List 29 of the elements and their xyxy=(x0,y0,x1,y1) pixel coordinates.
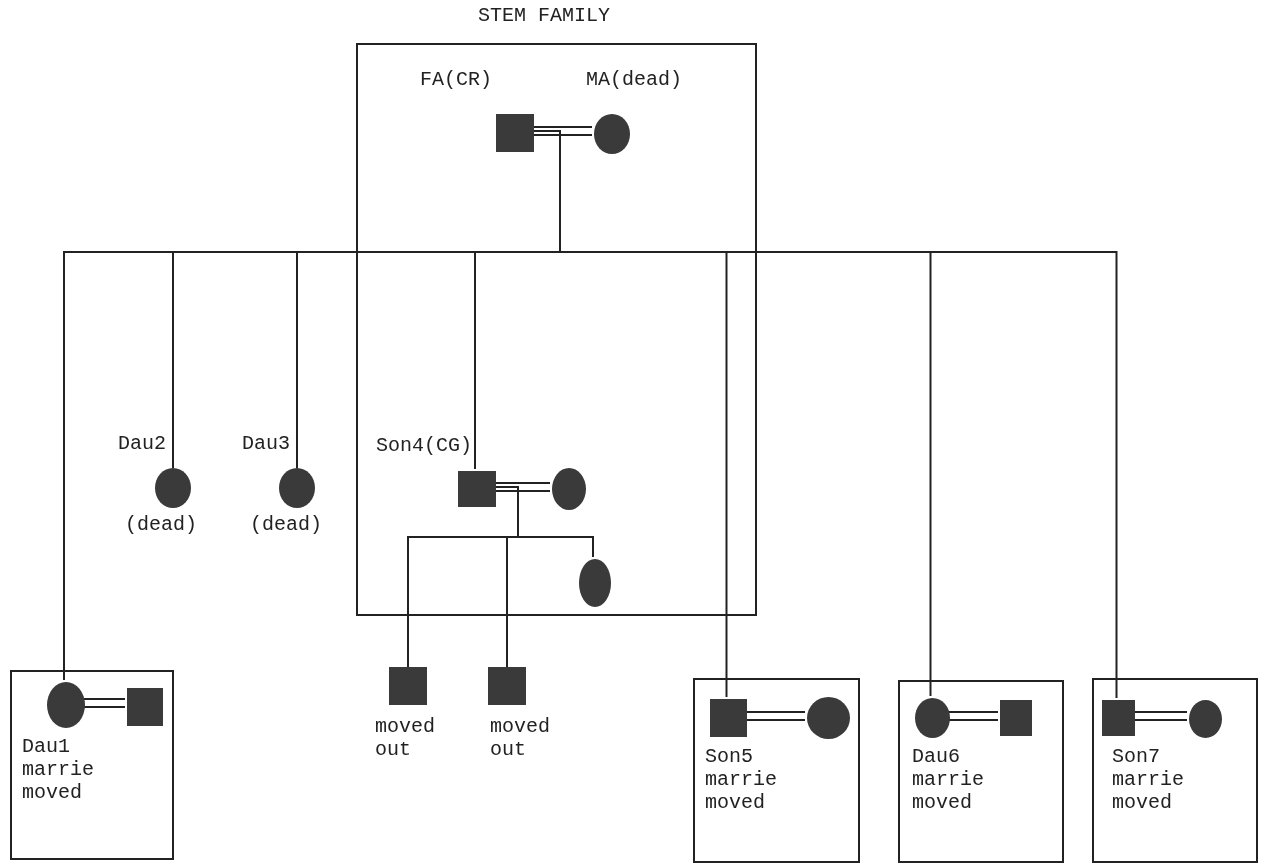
circle-symbol xyxy=(1189,700,1222,738)
person-label: moved out xyxy=(375,715,436,761)
person-label: moved out xyxy=(490,715,551,761)
person-label: MA(dead) xyxy=(586,68,682,91)
status-label: (dead) xyxy=(125,513,197,536)
circle-symbol xyxy=(552,468,586,510)
person-label: Dau2 xyxy=(118,432,166,455)
person-label: Dau3 xyxy=(242,432,290,455)
group-title: STEM FAMILY xyxy=(478,4,611,27)
person-label: Son5 marrie moved xyxy=(705,745,778,814)
family-box xyxy=(10,670,174,860)
circle-symbol xyxy=(807,697,850,739)
family-box xyxy=(1092,678,1258,863)
person-label: Son4(CG) xyxy=(376,434,472,457)
person-label: FA(CR) xyxy=(420,68,492,91)
circle-symbol xyxy=(915,698,950,738)
status-label: (dead) xyxy=(250,513,322,536)
person-label: Dau1 marrie moved xyxy=(22,735,95,804)
family-box xyxy=(898,680,1064,863)
square-symbol xyxy=(127,688,163,726)
square-symbol xyxy=(710,699,747,737)
square-symbol xyxy=(1102,700,1135,736)
square-symbol xyxy=(1000,700,1032,736)
circle-symbol xyxy=(579,559,611,607)
person-label: Dau6 marrie moved xyxy=(912,745,985,814)
circle-symbol xyxy=(47,682,85,728)
person-label: Son7 marrie moved xyxy=(1112,745,1185,814)
marriage-line xyxy=(947,711,999,721)
family-box xyxy=(693,678,860,863)
